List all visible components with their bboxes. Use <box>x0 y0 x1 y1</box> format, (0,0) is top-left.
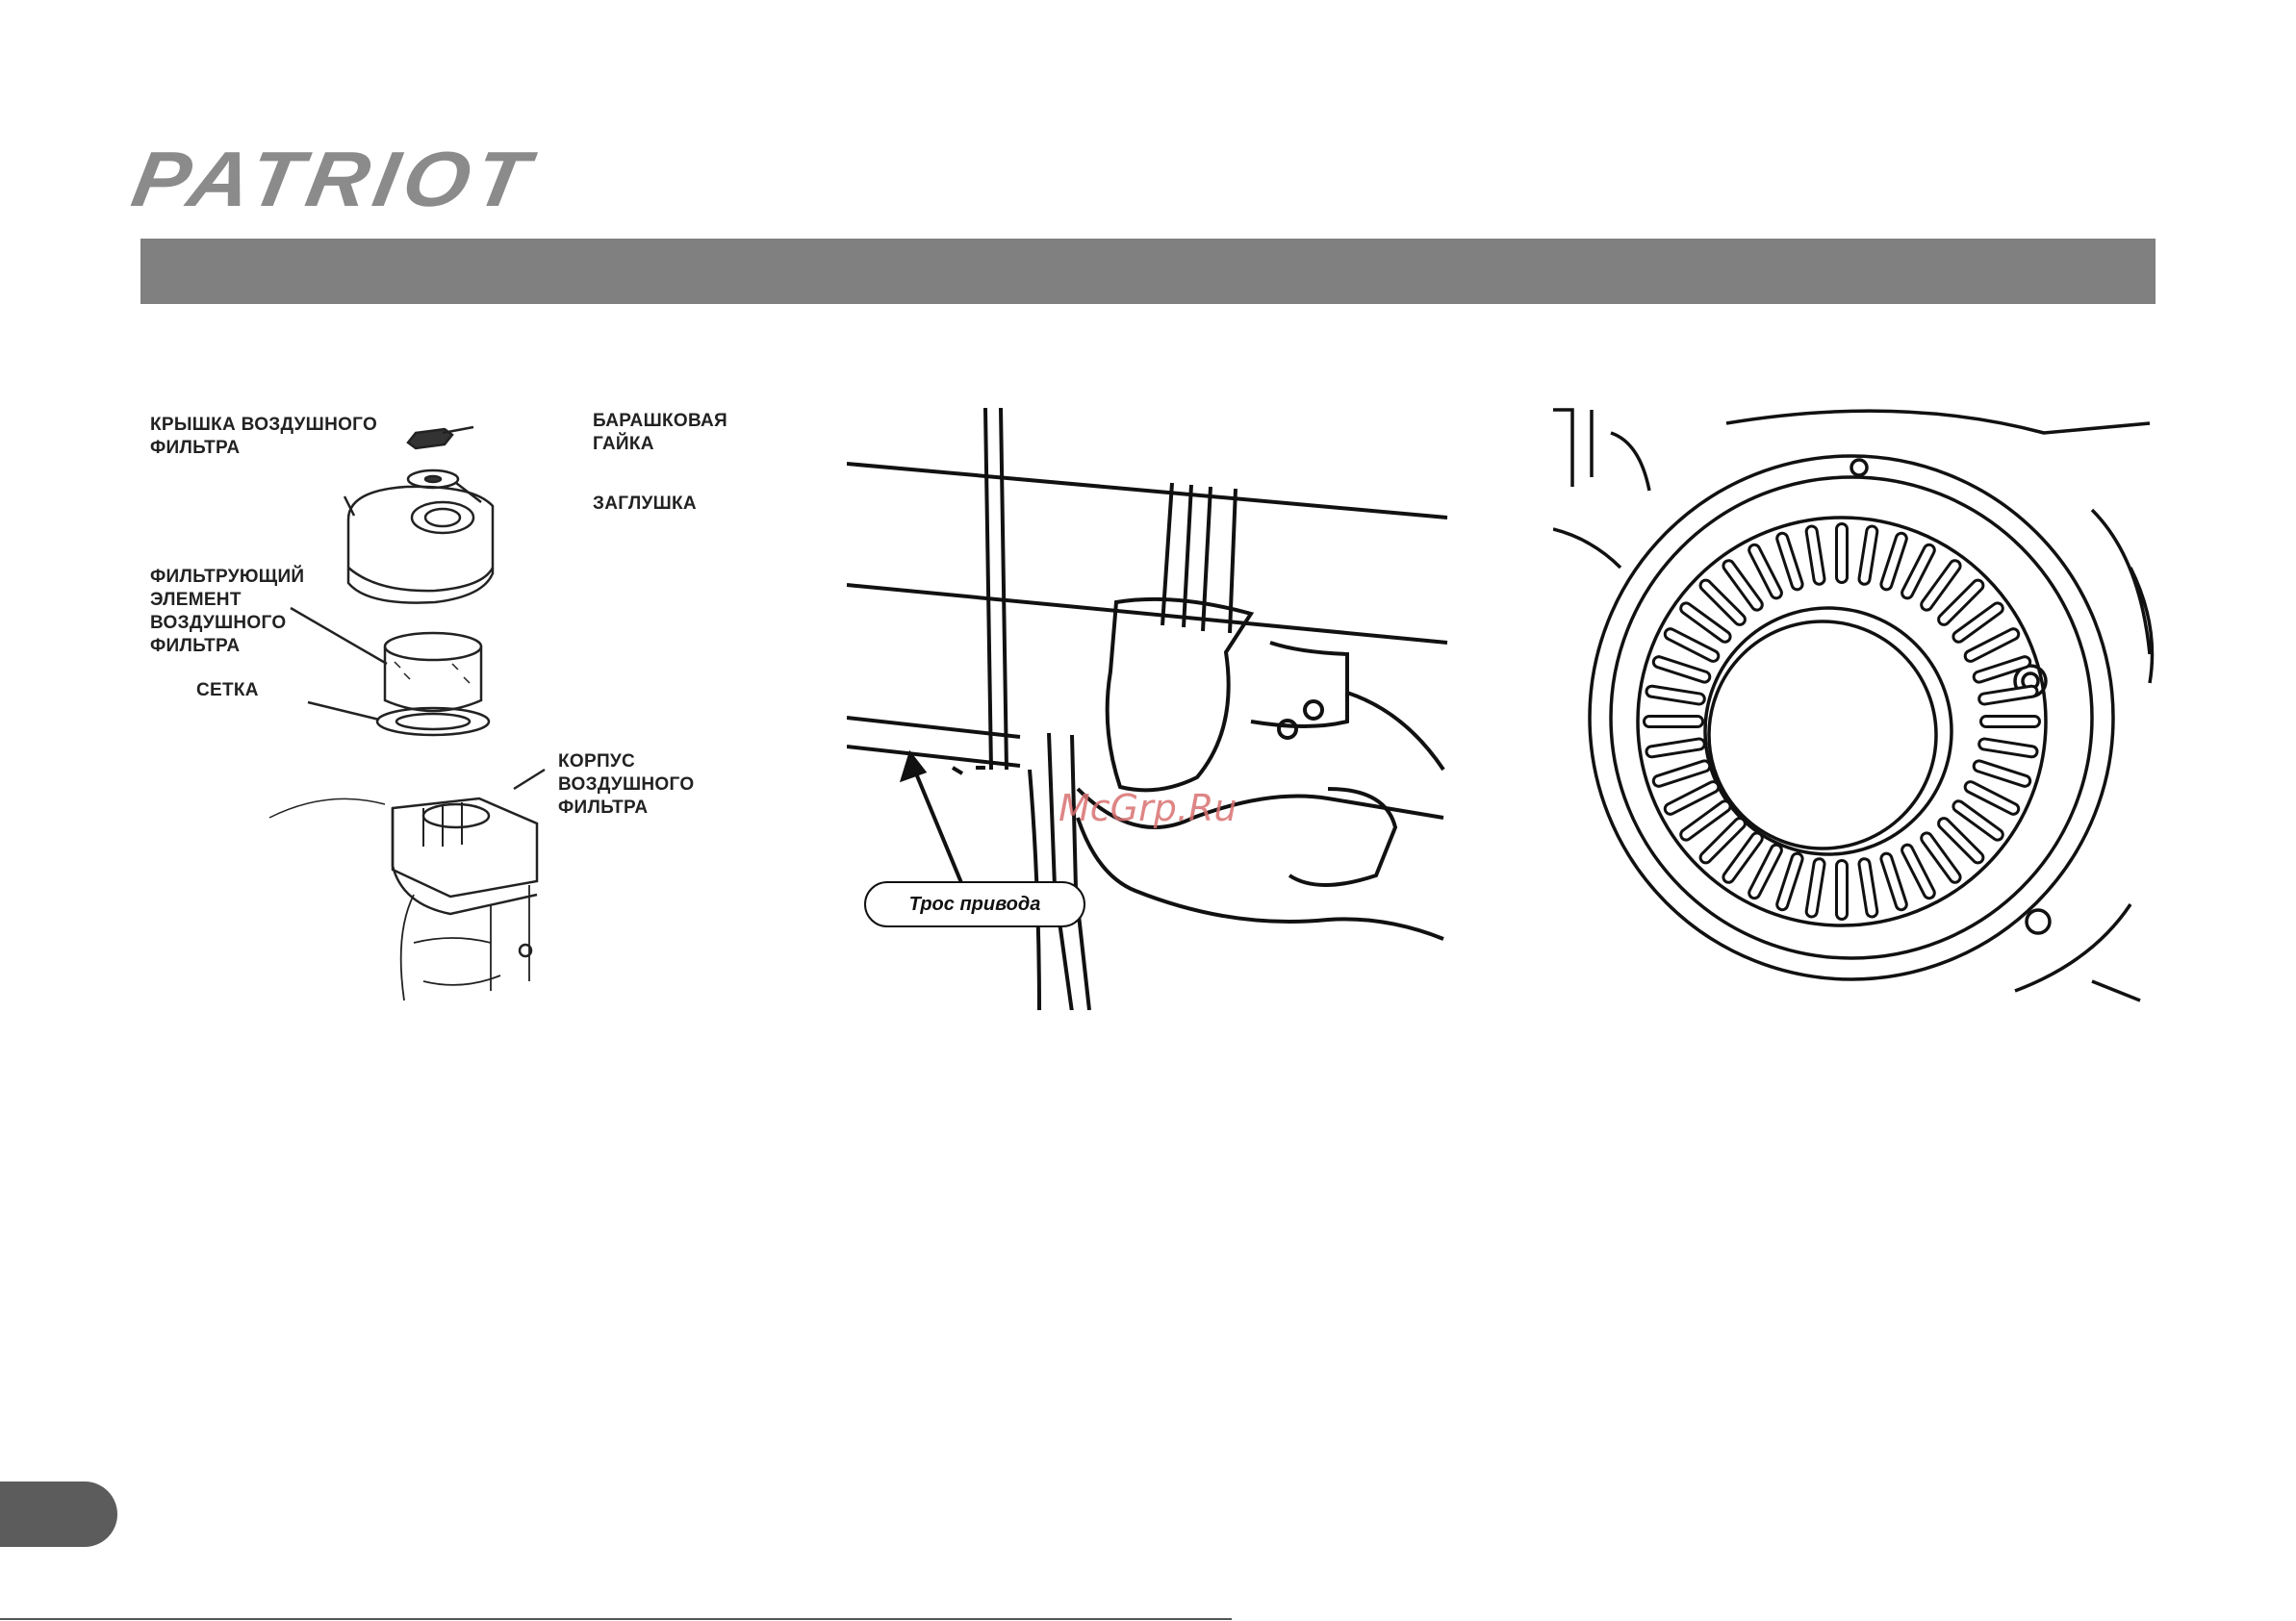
vent-slot <box>1728 566 1756 604</box>
watermark: McGrp.Ru <box>1059 787 1237 829</box>
bottom-rule <box>0 1618 1232 1620</box>
recoil-starter-drawing <box>1553 404 2159 1010</box>
air-filter-drawing <box>250 404 577 1020</box>
label-wing-nut: БАРАШКОВАЯ ГАЙКА <box>593 410 727 456</box>
header-bar <box>140 239 2156 304</box>
vent-slot <box>1706 586 1740 620</box>
vent-slot <box>1671 787 1714 809</box>
page-number-tab <box>0 1482 117 1547</box>
vent-slot <box>1971 787 2014 809</box>
vent-slot <box>1686 806 1724 834</box>
vent-slot <box>1944 823 1977 857</box>
vent-slot <box>1728 838 1756 876</box>
vent-slot <box>1958 806 1997 834</box>
vent-slot <box>1944 586 1977 620</box>
vent-slot <box>1706 823 1740 857</box>
vent-slot <box>1754 850 1776 894</box>
vent-slot <box>1907 850 1929 894</box>
label-filter-housing: КОРПУС ВОЗДУШНОГО ФИЛЬТРА <box>558 750 694 820</box>
air-filter-figure <box>250 404 577 1020</box>
vent-slot <box>1958 608 1997 636</box>
vent-slot <box>1971 634 2014 656</box>
vent-slot <box>1926 566 1954 604</box>
label-air-filter-cover: КРЫШКА ВОЗДУШНОГО ФИЛЬТРА <box>150 414 377 460</box>
brand-logo: PATRIOT <box>127 140 540 218</box>
vent-slot <box>1926 838 1954 876</box>
vent-slot <box>1907 550 1929 594</box>
label-mesh: СЕТКА <box>196 679 259 702</box>
label-filter-element: ФИЛЬТРУЮЩИЙ ЭЛЕМЕНТ ВОЗДУШНОГО ФИЛЬТРА <box>150 566 304 658</box>
recoil-starter-figure <box>1553 404 2159 1010</box>
vent-slot <box>1754 550 1776 594</box>
vent-slot <box>1671 634 1714 656</box>
vent-slot <box>1686 608 1724 636</box>
drive-cable-label: Трос привода <box>864 881 1085 927</box>
label-plug: ЗАГЛУШКА <box>593 493 697 516</box>
